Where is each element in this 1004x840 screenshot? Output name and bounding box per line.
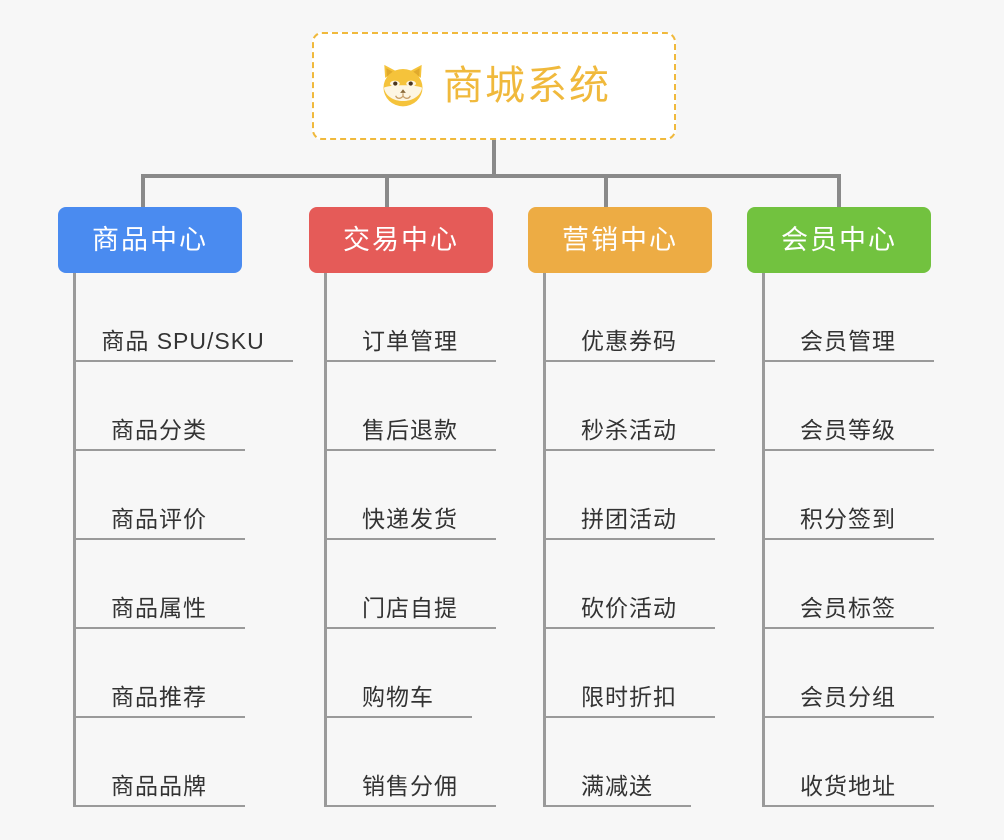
leaf-item[interactable]: 门店自提 xyxy=(324,540,496,629)
leaf-label: 购物车 xyxy=(362,683,434,710)
leaf-item[interactable]: 购物车 xyxy=(324,629,472,718)
leaf-item[interactable]: 商品推荐 xyxy=(73,629,245,718)
leaf-item[interactable]: 商品 SPU/SKU xyxy=(73,273,293,362)
leaf-label: 商品品牌 xyxy=(111,772,207,799)
leaf-label: 商品推荐 xyxy=(111,683,207,710)
leaf-item[interactable]: 秒杀活动 xyxy=(543,362,715,451)
category-header-3[interactable]: 营销中心 xyxy=(528,207,712,273)
leaf-label: 砍价活动 xyxy=(581,594,677,621)
category-header-2[interactable]: 交易中心 xyxy=(309,207,493,273)
leaf-label: 秒杀活动 xyxy=(581,416,677,443)
leaf-label: 商品分类 xyxy=(111,416,207,443)
leaf-item[interactable]: 拼团活动 xyxy=(543,451,715,540)
shiba-dog-emoji xyxy=(377,60,429,112)
leaf-item[interactable]: 商品评价 xyxy=(73,451,245,540)
leaf-item[interactable]: 会员等级 xyxy=(762,362,934,451)
leaf-item[interactable]: 积分签到 xyxy=(762,451,934,540)
leaf-item[interactable]: 砍价活动 xyxy=(543,540,715,629)
leaf-label: 积分签到 xyxy=(800,505,896,532)
leaf-label: 会员等级 xyxy=(800,416,896,443)
connector-drop-3 xyxy=(604,174,608,209)
leaf-label: 会员管理 xyxy=(800,327,896,354)
leaf-label: 门店自提 xyxy=(362,594,458,621)
leaf-item[interactable]: 快递发货 xyxy=(324,451,496,540)
leaf-item[interactable]: 会员分组 xyxy=(762,629,934,718)
branch-spine-3 xyxy=(543,273,546,807)
category-label-1: 商品中心 xyxy=(92,224,208,255)
leaf-label: 会员标签 xyxy=(800,594,896,621)
leaf-item[interactable]: 售后退款 xyxy=(324,362,496,451)
leaf-item[interactable]: 会员管理 xyxy=(762,273,934,362)
leaf-label: 商品 SPU/SKU xyxy=(101,327,265,354)
category-label-4: 会员中心 xyxy=(781,224,897,255)
category-label-3: 营销中心 xyxy=(562,224,678,255)
leaf-item[interactable]: 商品属性 xyxy=(73,540,245,629)
leaf-item[interactable]: 销售分佣 xyxy=(324,718,496,807)
leaf-label: 收货地址 xyxy=(800,772,896,799)
leaf-label: 限时折扣 xyxy=(581,683,677,710)
leaf-item[interactable]: 商品品牌 xyxy=(73,718,245,807)
leaf-item[interactable]: 优惠券码 xyxy=(543,273,715,362)
leaf-label: 满减送 xyxy=(581,772,653,799)
connector-drop-4 xyxy=(837,174,841,209)
root-title: 商城系统 xyxy=(443,64,611,108)
leaf-item[interactable]: 会员标签 xyxy=(762,540,934,629)
leaf-item[interactable]: 满减送 xyxy=(543,718,691,807)
leaf-item[interactable]: 收货地址 xyxy=(762,718,934,807)
leaf-label: 商品评价 xyxy=(111,505,207,532)
leaf-item[interactable]: 订单管理 xyxy=(324,273,496,362)
connector-drop-1 xyxy=(141,174,145,209)
category-label-2: 交易中心 xyxy=(343,224,459,255)
branch-spine-2 xyxy=(324,273,327,807)
leaf-item[interactable]: 商品分类 xyxy=(73,362,245,451)
leaf-label: 订单管理 xyxy=(362,327,458,354)
root-node[interactable]: 商城系统 xyxy=(312,32,676,140)
leaf-label: 售后退款 xyxy=(362,416,458,443)
leaf-label: 拼团活动 xyxy=(581,505,677,532)
leaf-label: 商品属性 xyxy=(111,594,207,621)
category-header-4[interactable]: 会员中心 xyxy=(747,207,931,273)
leaf-label: 优惠券码 xyxy=(581,327,677,354)
leaf-label: 销售分佣 xyxy=(362,772,458,799)
connector-root-stem xyxy=(492,140,496,176)
branch-spine-4 xyxy=(762,273,765,807)
leaf-label: 快递发货 xyxy=(362,505,458,532)
branch-spine-1 xyxy=(73,273,76,807)
category-header-1[interactable]: 商品中心 xyxy=(58,207,242,273)
leaf-label: 会员分组 xyxy=(800,683,896,710)
connector-horizontal-bus xyxy=(141,174,841,178)
connector-drop-2 xyxy=(385,174,389,209)
leaf-item[interactable]: 限时折扣 xyxy=(543,629,715,718)
